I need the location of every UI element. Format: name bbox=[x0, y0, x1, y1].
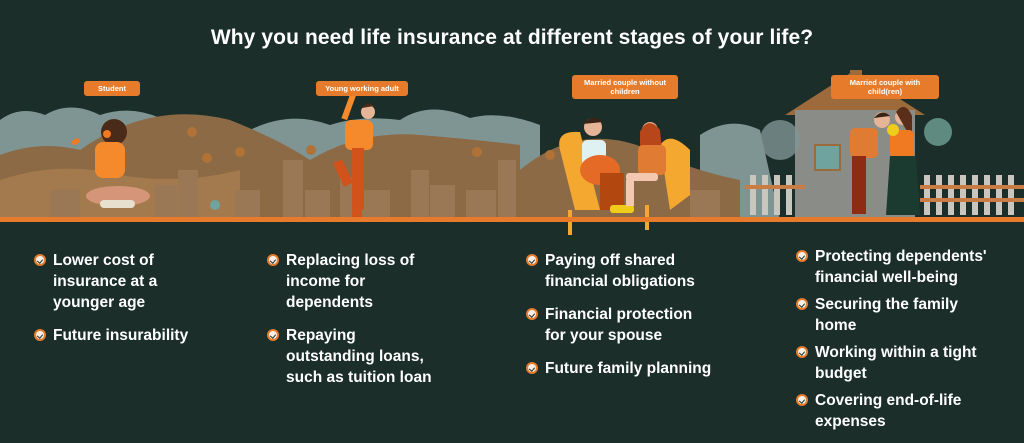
stage-points-married-with-children: Protecting dependents' financial well-be… bbox=[796, 246, 1021, 432]
check-icon bbox=[796, 250, 808, 262]
stage-points-married-no-children: Paying off shared financial obligations … bbox=[526, 250, 756, 391]
list-item: Future family planning bbox=[526, 358, 756, 379]
list-item: Repaying outstanding loans, such as tuit… bbox=[267, 325, 467, 388]
student-figure bbox=[71, 119, 150, 208]
ground-line bbox=[0, 217, 1024, 222]
check-icon bbox=[34, 329, 46, 341]
young-adult-figure bbox=[332, 91, 375, 220]
page-title: Why you need life insurance at different… bbox=[210, 26, 814, 49]
check-icon bbox=[796, 394, 808, 406]
check-icon bbox=[267, 329, 279, 341]
check-icon bbox=[526, 362, 538, 374]
family-figure bbox=[850, 106, 920, 215]
stage-points-student: Lower cost of insurance at a younger age… bbox=[34, 250, 234, 358]
stage-label-married-with-children: Married couple with child(ren) bbox=[831, 75, 939, 99]
landscape-illustration bbox=[0, 70, 1024, 235]
list-item: Future insurability bbox=[34, 325, 234, 346]
list-item: Covering end-of-life expenses bbox=[796, 390, 1021, 432]
couple-figure bbox=[559, 117, 690, 235]
check-icon bbox=[267, 254, 279, 266]
stage-label-student: Student bbox=[84, 81, 140, 96]
check-icon bbox=[526, 254, 538, 266]
list-item: Paying off shared financial obligations bbox=[526, 250, 756, 292]
check-icon bbox=[526, 308, 538, 320]
stage-label-young-working-adult: Young working adult bbox=[316, 81, 408, 96]
list-item: Replacing loss of income for dependents bbox=[267, 250, 467, 313]
list-item: Financial protection for your spouse bbox=[526, 304, 756, 346]
check-icon bbox=[796, 298, 808, 310]
stage-label-married-no-children: Married couple without children bbox=[572, 75, 678, 99]
check-icon bbox=[34, 254, 46, 266]
stage-points-young-working-adult: Replacing loss of income for dependents … bbox=[267, 250, 467, 400]
check-icon bbox=[796, 346, 808, 358]
illustration-banner bbox=[0, 60, 1024, 240]
list-item: Lower cost of insurance at a younger age bbox=[34, 250, 234, 313]
list-item: Securing the family home bbox=[796, 294, 1021, 336]
list-item: Working within a tight budget bbox=[796, 342, 1021, 384]
list-item: Protecting dependents' financial well-be… bbox=[796, 246, 1021, 288]
